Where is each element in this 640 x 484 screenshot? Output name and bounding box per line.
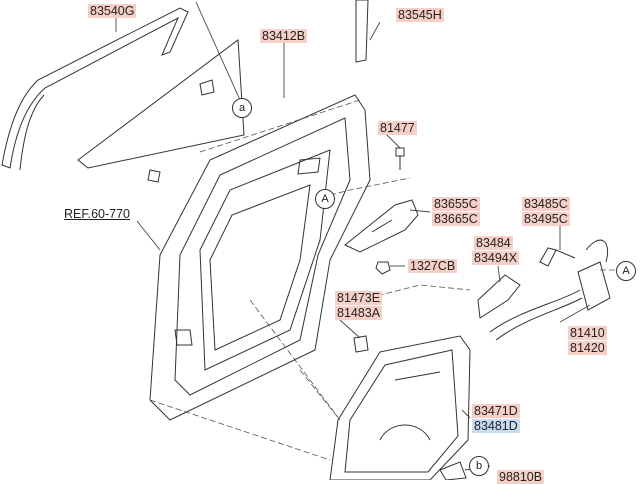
part-label-81420: 81420: [568, 341, 607, 355]
window-regulator-panel: [329, 335, 471, 480]
part-label-83481d: 83481D: [472, 419, 520, 433]
part-label-83495c: 83495C: [522, 212, 570, 226]
part-label-83545h: 83545H: [396, 8, 444, 22]
door-glass: [77, 39, 245, 183]
callout-A-frame: A: [315, 189, 335, 209]
door-latch: [489, 239, 611, 341]
callout-A-latch: A: [616, 261, 636, 281]
part-label-1327cb: 1327CB: [408, 259, 458, 273]
door-frame: [149, 94, 371, 421]
part-label-98810b: 98810B: [497, 470, 545, 484]
rear-channel: [355, 0, 369, 63]
part-label-83485c: 83485C: [522, 197, 570, 211]
glass-run-channel: [1, 7, 189, 171]
part-label-83412b: 83412B: [260, 29, 308, 43]
part-label-81477: 81477: [378, 121, 417, 135]
part-label-83540g: 83540G: [88, 4, 137, 18]
bolt-81477: [395, 147, 405, 170]
part-98810b: [439, 461, 467, 480]
nut-1327cb: [375, 261, 391, 275]
outside-handle-bracket: [344, 199, 419, 253]
reference-label: REF.60-770: [64, 207, 131, 221]
part-label-83484: 83484: [474, 236, 513, 250]
part-label-81483a: 81483A: [335, 306, 383, 320]
part-label-81473e: 81473E: [335, 291, 383, 305]
part-label-83665c: 83665C: [432, 212, 480, 226]
part-label-81410: 81410: [568, 326, 607, 340]
stopper-81473e: [353, 335, 369, 353]
callout-a: a: [232, 98, 252, 118]
clip-83485c: [539, 247, 576, 267]
part-label-83471d: 83471D: [472, 404, 520, 418]
callout-b: b: [469, 456, 489, 476]
actuator-rod: [477, 274, 521, 319]
part-label-83655c: 83655C: [432, 197, 480, 211]
part-label-83494x: 83494X: [472, 251, 520, 265]
